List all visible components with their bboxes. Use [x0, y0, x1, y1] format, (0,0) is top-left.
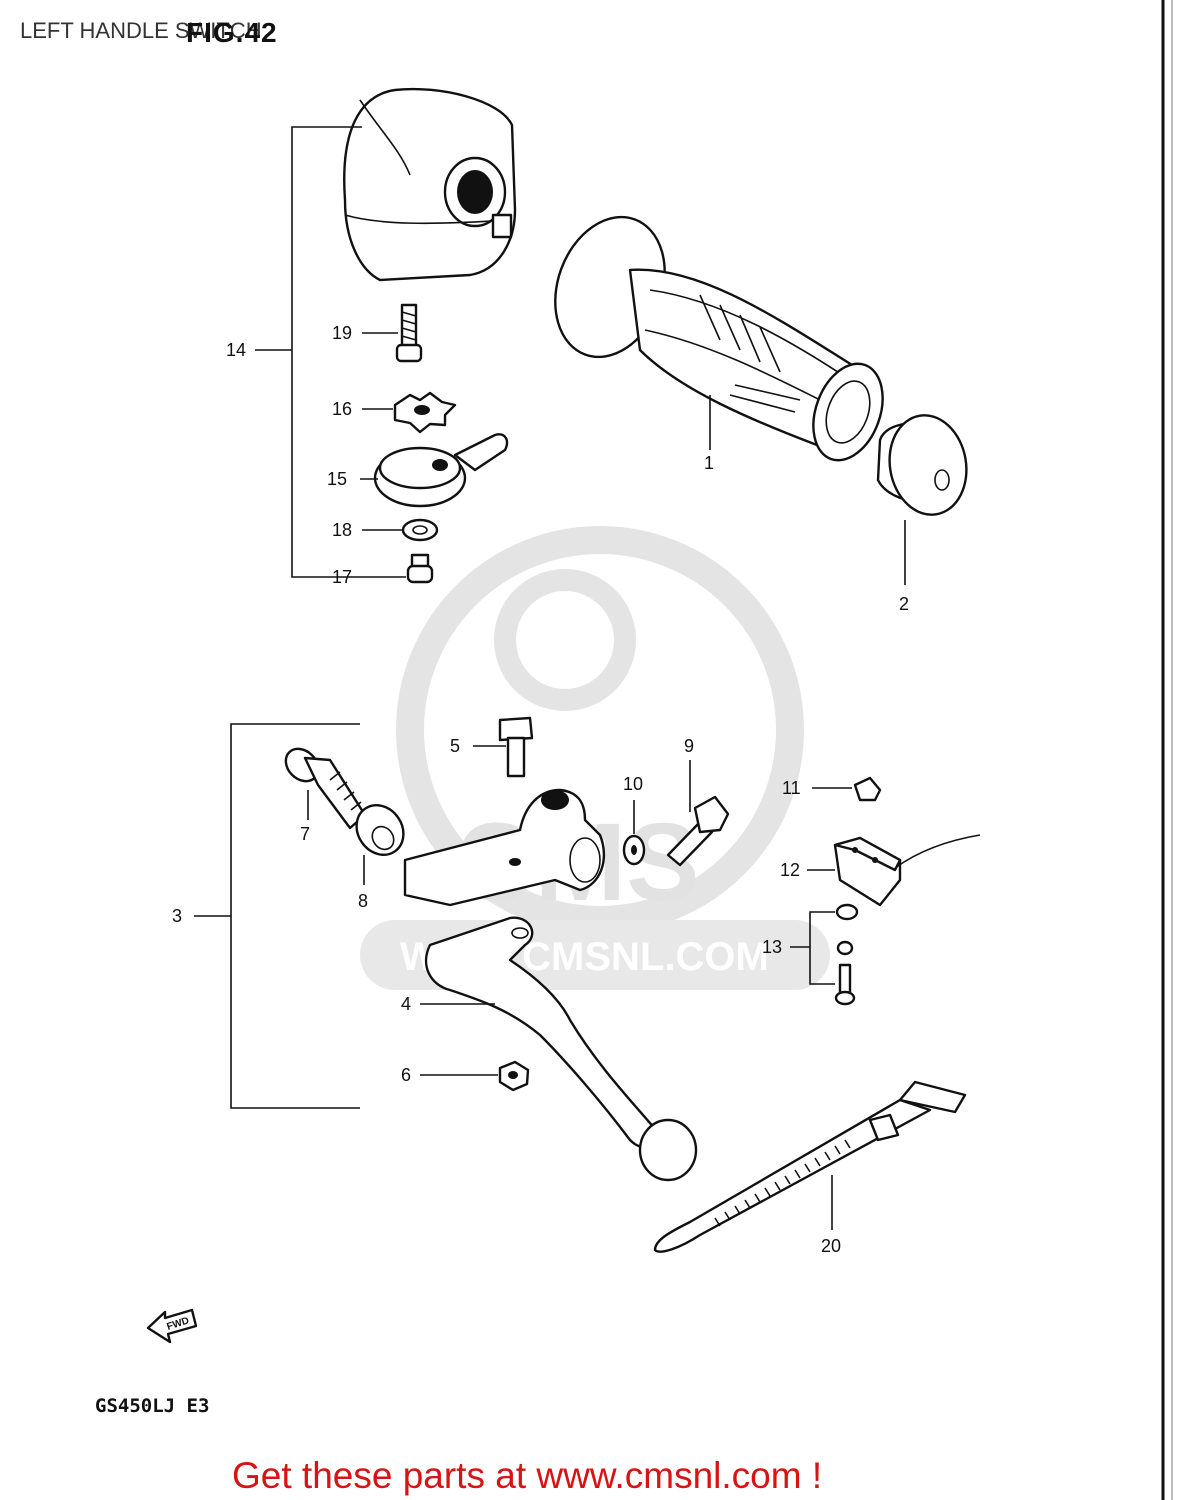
callout-1: 1 — [704, 453, 714, 473]
part-19-screw — [362, 303, 423, 363]
part-9-screw — [666, 760, 730, 867]
fwd-arrow-icon: FWD — [146, 1308, 198, 1344]
callout-10: 10 — [623, 774, 643, 794]
lever-holder — [403, 788, 606, 907]
part-13-screw-set — [790, 903, 859, 1006]
section-title: LEFT HANDLE SWITCH — [20, 18, 262, 43]
callout-11: 11 — [782, 778, 801, 798]
part-16-star-washer — [362, 391, 457, 434]
part-20-cable-tie — [653, 1080, 967, 1253]
part-2-end-cap — [876, 414, 968, 585]
figure-number: FIG.42 — [186, 17, 278, 48]
part-15-switch-plate — [360, 433, 509, 508]
callout-8: 8 — [358, 891, 368, 911]
watermark-logo: CMS WWW.CMSNL.COM — [360, 526, 830, 990]
footer-cta-link[interactable]: Get these parts at www.cmsnl.com ! — [232, 1455, 822, 1496]
model-code: GS450LJ E3 — [95, 1395, 209, 1417]
callout-3: 3 — [172, 906, 182, 926]
callout-19: 19 — [332, 323, 352, 343]
callout-17: 17 — [332, 567, 352, 587]
part-11-clip — [812, 776, 882, 802]
callout-20: 20 — [821, 1236, 841, 1256]
callout-15: 15 — [327, 469, 347, 489]
callout-6: 6 — [401, 1065, 411, 1085]
callout-2: 2 — [899, 594, 909, 614]
bracket-14 — [255, 126, 362, 578]
callout-12: 12 — [780, 860, 800, 880]
callout-7: 7 — [300, 824, 310, 844]
part-12-clutch-switch — [807, 834, 981, 907]
part-7-bolt — [284, 747, 367, 830]
part-18-washer — [362, 518, 439, 542]
part-17-screw — [362, 553, 434, 584]
part-5-bolt — [473, 716, 534, 778]
part-10-washer — [622, 800, 646, 866]
callout-9: 9 — [684, 736, 694, 756]
callout-18: 18 — [332, 520, 352, 540]
part-1-grip — [554, 215, 884, 462]
callout-4: 4 — [401, 994, 411, 1014]
switch-housing — [343, 87, 517, 282]
bracket-3 — [194, 723, 360, 1109]
part-8-nut — [355, 804, 405, 885]
part-6-nut — [420, 1060, 530, 1092]
part-4-lever — [420, 916, 698, 1182]
callout-5: 5 — [450, 736, 460, 756]
callout-13: 13 — [762, 937, 782, 957]
callout-16: 16 — [332, 399, 352, 419]
callout-14: 14 — [226, 340, 246, 360]
